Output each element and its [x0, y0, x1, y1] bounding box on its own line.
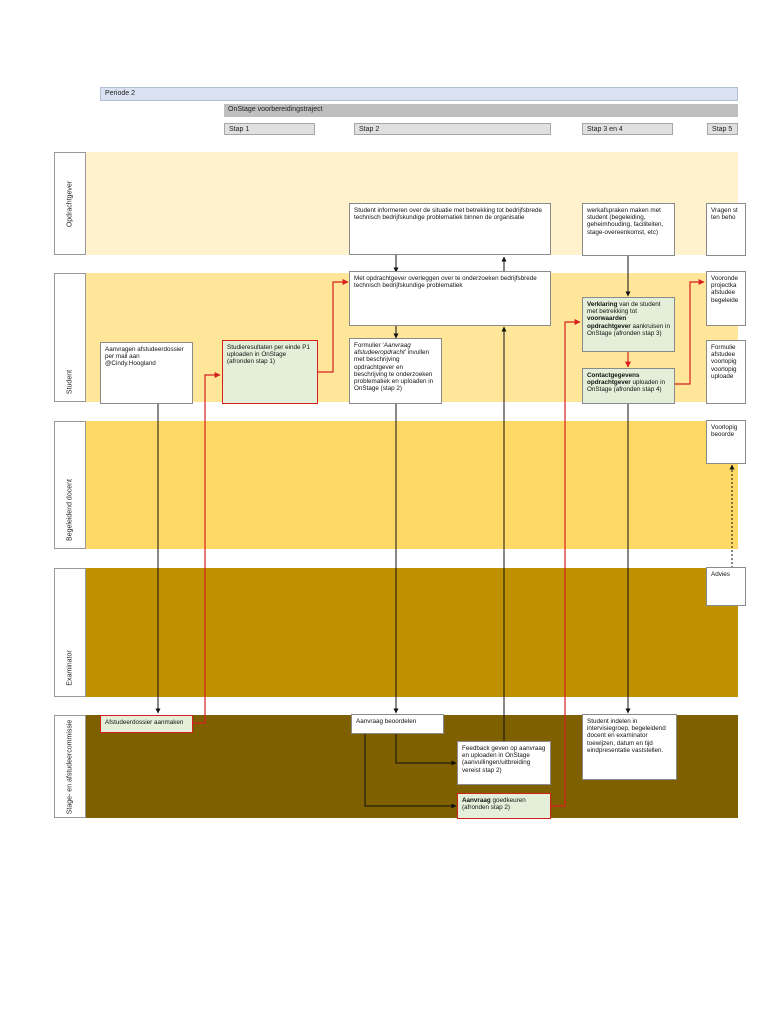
- arrow-goedkeuren-verklaring: [551, 319, 581, 807]
- box-aanvragen-dossier: Aanvragen afstudeerdossier per mail aan …: [100, 342, 193, 404]
- text-aanvragen-dossier: Aanvragen afstudeerdossier per mail aan …: [105, 346, 184, 368]
- traject-label: OnStage voorbereidingstraject: [228, 106, 323, 113]
- box-feedback: Feedback geven op aanvraag en uploaden i…: [457, 741, 551, 785]
- text-aanvraag-beoordelen: Aanvraag beoordelen: [356, 718, 417, 725]
- lane-band-begeleidend: [86, 421, 738, 549]
- box-aanvraag-goedkeuren: Aanvraag goedkeuren (afronden stap 2): [457, 793, 551, 819]
- lane-label-examinator: Examinator: [54, 568, 86, 697]
- stap2-label: Stap 2: [359, 126, 380, 133]
- periode-bar: Periode 2: [100, 87, 738, 101]
- box-overleggen: Met opdrachtgever overleggen over te ond…: [349, 271, 551, 326]
- lane-label-begeleidend: Begeleidend docent: [54, 421, 86, 549]
- lane-band-examinator: [86, 568, 738, 697]
- text-student-informeren: Student informeren over de situatie met …: [354, 207, 542, 222]
- stap5-label: Stap 5: [712, 126, 733, 133]
- box-voorlopig-beoordelen: Voorlopig beoorde: [706, 420, 746, 464]
- text-studieresultaten: Studieresultaten per einde P1 uploaden i…: [227, 344, 310, 366]
- text-formulier-c: ’ invullen met beschrijving opdrachtgeve…: [354, 349, 434, 393]
- text-feedback: Feedback geven op aanvraag en uploaden i…: [462, 745, 546, 774]
- box-formulier-rechts: Formulie afstudee voorlopig voorlopig up…: [706, 340, 746, 404]
- stap1-label: Stap 1: [229, 126, 250, 133]
- lane-label-student: Student: [54, 273, 86, 402]
- text-verklaring-bold2: voorwaarden opdrachtgever: [587, 315, 631, 330]
- text-afstudeerdossier-aanmaken: Afstudeerdossier aanmaken: [105, 719, 184, 726]
- arrow-dossier-studieresultaten: [193, 372, 221, 724]
- box-vragen-student: Vragen st ten beho: [706, 203, 746, 256]
- arrow-studieresultaten-overleggen: [318, 279, 349, 373]
- traject-bar: OnStage voorbereidingstraject: [224, 104, 738, 117]
- text-goedkeuren-bold: Aanvraag: [462, 797, 491, 804]
- periode-label: Periode 2: [105, 90, 135, 97]
- arrow-beoordelen-goedkeuren: [364, 734, 457, 809]
- box-student-informeren: Student informeren over de situatie met …: [349, 203, 551, 255]
- arrow-contact-formulier-r: [675, 279, 705, 385]
- text-verklaring-end: aankruisen in OnStage (afronden stap 3): [587, 322, 670, 337]
- box-aanvraag-beoordelen: Aanvraag beoordelen: [351, 714, 444, 734]
- text-advies: Advies: [711, 571, 730, 578]
- text-student-indelen: Student indelen in intervisiegroep, bege…: [587, 718, 666, 754]
- stap2-header: Stap 2: [354, 123, 551, 135]
- text-formulier-rechts: Formulie afstudee voorlopig voorlopig up…: [711, 344, 737, 380]
- box-student-indelen: Student indelen in intervisiegroep, bege…: [582, 714, 677, 780]
- box-werkafspraken: werkafspraken maken met student (begelei…: [582, 203, 675, 256]
- text-goedkeuren-rest: goedkeuren (afronden stap 2): [462, 797, 526, 812]
- arrow-beoordelen-feedback: [395, 734, 457, 766]
- text-voorlopig-beoordelen: Voorlopig beoorde: [711, 424, 738, 439]
- text-vooronderzoek: Vooronde projectka afstudee begeleide: [711, 275, 739, 304]
- text-werkafspraken: werkafspraken maken met student (begelei…: [587, 207, 664, 236]
- lane-label-commissie: Stage- en afstudeercommissie: [54, 715, 86, 818]
- box-vooronderzoek: Vooronde projectka afstudee begeleide: [706, 271, 746, 326]
- text-contact-rest: uploaden in OnStage (afronden stap 4): [587, 379, 666, 394]
- stap5-header: Stap 5: [707, 123, 738, 135]
- box-studieresultaten: Studieresultaten per einde P1 uploaden i…: [222, 340, 318, 404]
- stap34-header: Stap 3 en 4: [582, 123, 673, 135]
- lane-label-opdrachtgever: Opdrachtgever: [54, 152, 86, 255]
- text-verklaring-bold: Verklaring: [587, 301, 618, 308]
- text-verklaring-mid: van de student met betrekking tot: [587, 301, 661, 316]
- box-formulier-aanvraag: Formulier ‘Aanvraag afstudeeropdracht’ i…: [349, 338, 442, 404]
- box-verklaring: Verklaring van de student met betrekking…: [582, 297, 675, 352]
- stap34-label: Stap 3 en 4: [587, 126, 623, 133]
- box-afstudeerdossier-aanmaken: Afstudeerdossier aanmaken: [100, 715, 193, 733]
- text-overleggen: Met opdrachtgever overleggen over te ond…: [354, 275, 537, 290]
- text-vragen-student: Vragen st ten beho: [711, 207, 738, 222]
- text-formulier-a: Formulier ‘: [354, 342, 384, 349]
- box-contactgegevens: Contactgegevens opdrachtgever uploaden i…: [582, 368, 675, 404]
- text-contact-bold: Contactgegevens opdrachtgever: [587, 372, 640, 387]
- stap1-header: Stap 1: [224, 123, 315, 135]
- box-advies: Advies: [706, 567, 746, 606]
- text-formulier-b: Aanvraag afstudeeropdracht: [354, 342, 411, 357]
